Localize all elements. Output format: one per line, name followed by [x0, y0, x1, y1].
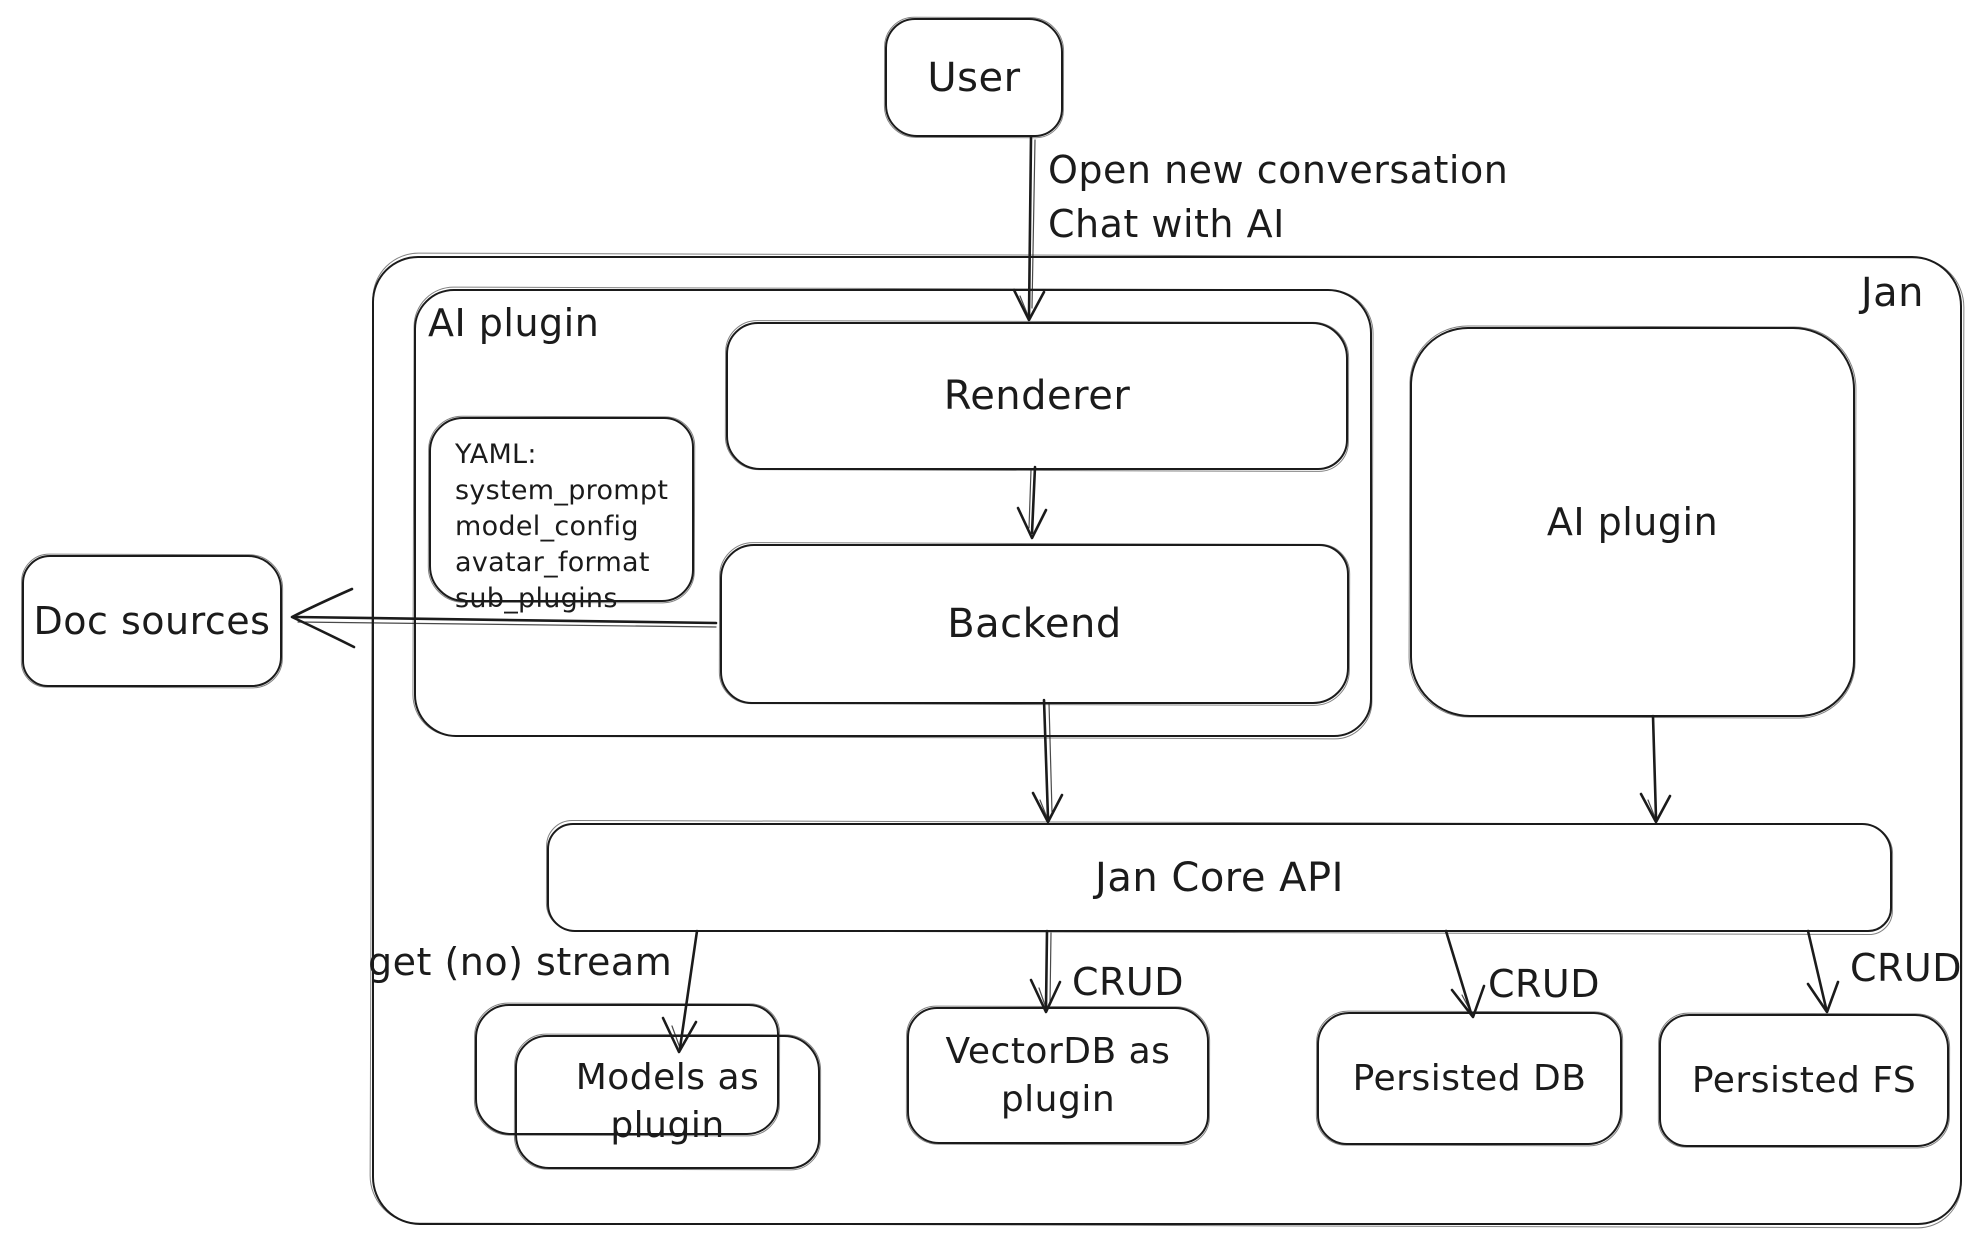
node-persisted-fs: Persisted FS — [1659, 1014, 1949, 1147]
node-persisted-fs-label: Persisted FS — [1691, 1060, 1917, 1101]
node-persisted-db: Persisted DB — [1317, 1012, 1622, 1145]
edge-label-crud-vectordb: CRUD — [1072, 960, 1185, 1004]
node-yaml-note: YAML: system_prompt model_config avatar_… — [429, 417, 694, 614]
node-backend: Backend — [720, 544, 1349, 704]
node-vectordb-as-plugin-label: VectorDB as plugin — [945, 1030, 1171, 1120]
edge-label-crud-persisted-fs: CRUD — [1850, 946, 1963, 990]
node-doc-sources-label: Doc sources — [33, 599, 271, 643]
container-ai-plugin-left: AI plugin Renderer YAML: system_prompt m… — [414, 289, 1372, 737]
yaml-line: sub_plugins — [455, 583, 618, 614]
edge-label-user-action-line1: Open new conversation — [1048, 148, 1509, 192]
node-models-as-plugin: Models as plugin — [515, 1035, 820, 1169]
yaml-note-text: YAML: system_prompt model_config avatar_… — [455, 437, 668, 617]
node-renderer-label: Renderer — [943, 373, 1131, 419]
node-user: User — [885, 18, 1063, 137]
node-ai-plugin-right: AI plugin — [1410, 327, 1855, 717]
edge-label-get-no-stream: get (no) stream — [368, 940, 673, 984]
container-ai-plugin-left-label: AI plugin — [428, 301, 600, 345]
yaml-line: system_prompt — [455, 475, 669, 506]
node-backend-label: Backend — [947, 601, 1122, 647]
node-persisted-db-label: Persisted DB — [1352, 1058, 1587, 1099]
edge-label-crud-persisted-db: CRUD — [1488, 962, 1601, 1006]
node-models-as-plugin-label: Models as plugin — [575, 1057, 760, 1146]
edge-label-user-action-line2: Chat with AI — [1048, 202, 1285, 246]
node-ai-plugin-right-label: AI plugin — [1546, 500, 1719, 544]
node-jan-core-api-label: Jan Core API — [1095, 854, 1344, 901]
yaml-line: YAML: — [455, 439, 537, 470]
node-user-label: User — [927, 54, 1021, 101]
node-doc-sources: Doc sources — [22, 555, 282, 687]
node-vectordb-as-plugin: VectorDB as plugin — [907, 1007, 1209, 1144]
container-jan: Jan AI plugin Renderer YAML: system_prom… — [372, 256, 1962, 1225]
node-jan-core-api: Jan Core API — [547, 823, 1892, 932]
yaml-line: model_config — [455, 511, 639, 542]
container-jan-label: Jan — [1860, 270, 1924, 316]
node-renderer: Renderer — [726, 322, 1348, 470]
yaml-line: avatar_format — [455, 547, 650, 578]
